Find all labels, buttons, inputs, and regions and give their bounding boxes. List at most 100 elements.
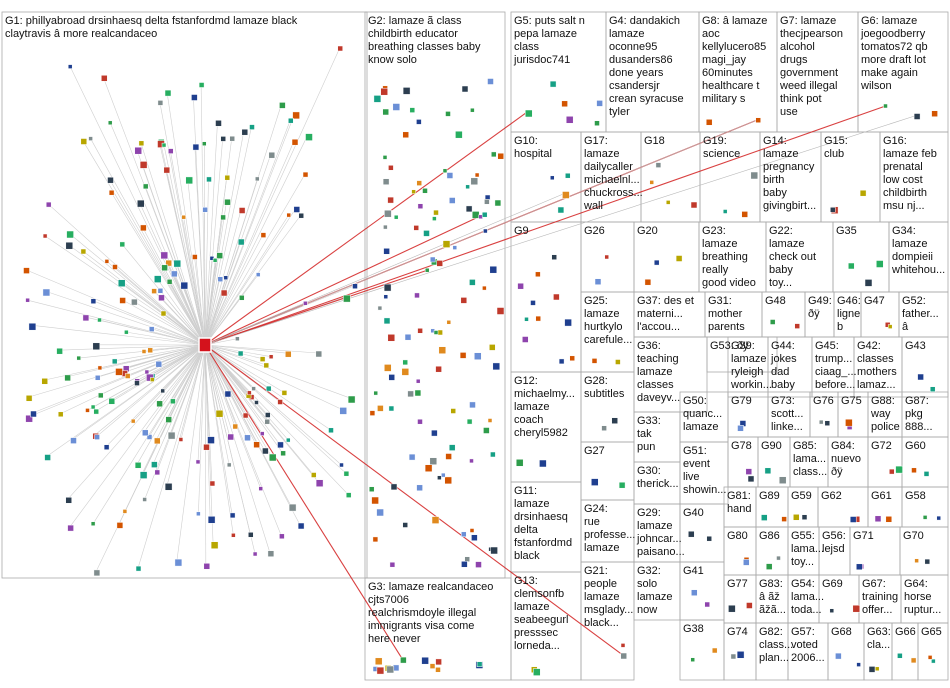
group-label-g55: G55:lama...toy... [791, 530, 824, 568]
node [910, 657, 917, 664]
node [117, 279, 126, 287]
node [239, 295, 245, 301]
node [167, 431, 176, 440]
edge [204, 208, 297, 346]
node [377, 305, 383, 311]
node [741, 211, 748, 218]
group-label-g28: G28:subtitles [584, 375, 625, 400]
group-label-g19: G19:science [703, 135, 740, 160]
node [793, 514, 800, 521]
group-label-g70: G70 [903, 530, 924, 542]
node [927, 655, 933, 660]
node [424, 267, 430, 273]
edge [27, 299, 206, 346]
group-label-g62: G62 [821, 490, 842, 502]
edge [82, 250, 206, 346]
node [711, 647, 718, 654]
edge [204, 234, 264, 346]
node [279, 102, 286, 109]
node [436, 260, 443, 267]
group-label-g76: G76 [813, 395, 834, 407]
node [929, 386, 936, 392]
node [281, 390, 288, 396]
node [435, 365, 442, 373]
node [210, 541, 219, 549]
edge [43, 344, 206, 381]
edge [136, 149, 206, 346]
group-label-g35: G35 [836, 225, 857, 237]
node [596, 100, 603, 107]
node [413, 225, 419, 231]
node [67, 64, 73, 69]
node [244, 434, 251, 442]
edge [204, 119, 758, 346]
edge [44, 235, 206, 346]
edge [204, 344, 289, 441]
node [750, 171, 759, 180]
node [913, 113, 921, 120]
node [690, 657, 695, 662]
node [620, 643, 626, 648]
node [388, 374, 395, 381]
group-label-g26: G26 [584, 225, 605, 237]
node [260, 431, 265, 436]
group-label-g58: G58 [905, 490, 926, 502]
node [373, 95, 382, 103]
group-box-g1 [1, 11, 368, 579]
group-label-g74: G74 [727, 626, 748, 638]
edge [166, 344, 206, 486]
group-label-g43: G43 [905, 340, 926, 352]
node [849, 516, 857, 523]
node [644, 278, 652, 286]
node [92, 342, 101, 351]
node [484, 199, 490, 205]
node [533, 668, 541, 676]
node [311, 472, 317, 478]
group-label-g69: G69 [822, 578, 843, 590]
node [161, 264, 168, 272]
edge [204, 178, 258, 346]
node [142, 497, 147, 502]
group-box-g9 [510, 221, 582, 373]
edge [204, 344, 234, 536]
node [455, 130, 463, 139]
edge [183, 217, 206, 346]
node [302, 171, 309, 178]
node [258, 486, 263, 491]
node [461, 561, 468, 568]
node [97, 317, 102, 323]
node [728, 604, 736, 613]
node [469, 401, 476, 409]
node [461, 85, 469, 93]
node [429, 256, 436, 263]
node [917, 373, 924, 381]
group-label-g27: G27 [584, 445, 605, 457]
node [142, 429, 149, 437]
edge [204, 113, 295, 346]
node [442, 240, 451, 248]
group-label-g75: G75 [841, 395, 862, 407]
edge [167, 344, 206, 419]
node [765, 563, 773, 570]
node [192, 254, 198, 260]
edge [204, 135, 308, 346]
node [517, 282, 524, 290]
node [895, 465, 903, 474]
node [887, 324, 893, 329]
node [138, 140, 145, 147]
edge [204, 344, 213, 484]
edge [132, 344, 206, 422]
edge [94, 344, 206, 436]
node [265, 412, 271, 418]
node [374, 657, 383, 666]
node [352, 283, 358, 289]
node [422, 188, 428, 194]
edge [44, 290, 206, 346]
node [594, 120, 600, 126]
group-label-g90: G90 [761, 440, 782, 452]
node [745, 468, 753, 475]
